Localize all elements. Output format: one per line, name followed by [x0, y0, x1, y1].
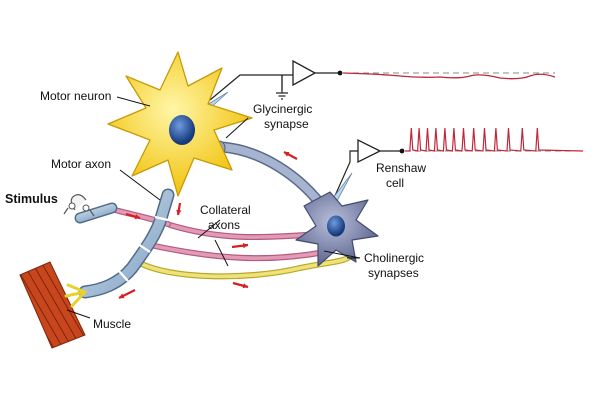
renshaw-cell — [295, 191, 379, 267]
label-muscle: Muscle — [93, 317, 131, 331]
label-collateral-1: Collateral — [200, 203, 251, 217]
trace-node — [337, 70, 343, 76]
label-stimulus: Stimulus — [5, 192, 58, 206]
membrane-trace-hyperpolarizing — [342, 72, 556, 80]
amplifier-icon — [292, 59, 317, 87]
label-cholinergic-1: Cholinergic — [364, 251, 424, 265]
direction-arrow-head — [119, 293, 125, 299]
label-glycinergic-2: synapse — [264, 117, 309, 131]
label-renshaw-1: Renshaw — [376, 161, 426, 175]
label-motor-axon: Motor axon — [51, 157, 111, 171]
direction-arrow-head — [176, 209, 182, 215]
label-collateral-2: axons — [208, 218, 240, 232]
muscle — [19, 261, 87, 349]
label-renshaw-2: cell — [386, 176, 404, 190]
collateral-axons — [112, 207, 351, 280]
stimulating-electrode — [63, 194, 95, 217]
labels: Motor neuron Glycinergic synapse Motor a… — [5, 89, 426, 331]
label-cholinergic-2: synapses — [368, 266, 419, 280]
renshaw-recording — [332, 127, 584, 202]
direction-arrow-head — [134, 214, 140, 220]
renshaw-nucleus — [327, 215, 345, 237]
direction-arrow-head — [284, 151, 290, 157]
motor-neuron — [107, 51, 253, 197]
node-of-ranvier — [117, 269, 129, 282]
muscle-fiber-bundle — [19, 261, 86, 349]
renshaw-axon — [212, 140, 331, 216]
amplifier-icon — [357, 138, 382, 164]
node-of-ranvier — [137, 243, 151, 253]
ground-icon — [276, 92, 288, 100]
direction-arrow-head — [242, 242, 248, 249]
motor-end-plate — [64, 283, 87, 308]
trace-node — [399, 148, 405, 154]
micropipette-renshaw — [332, 172, 353, 202]
direction-arrow-head — [242, 283, 248, 289]
motor-axon — [74, 188, 175, 299]
motor-neuron-nucleus — [169, 115, 195, 145]
label-glycinergic-1: Glycinergic — [253, 102, 312, 116]
label-motor-neuron: Motor neuron — [40, 89, 111, 103]
leader-lines — [66, 96, 361, 319]
signal-direction-arrows — [118, 151, 298, 299]
node-of-ranvier — [154, 215, 169, 222]
action-potential-burst — [405, 127, 584, 152]
